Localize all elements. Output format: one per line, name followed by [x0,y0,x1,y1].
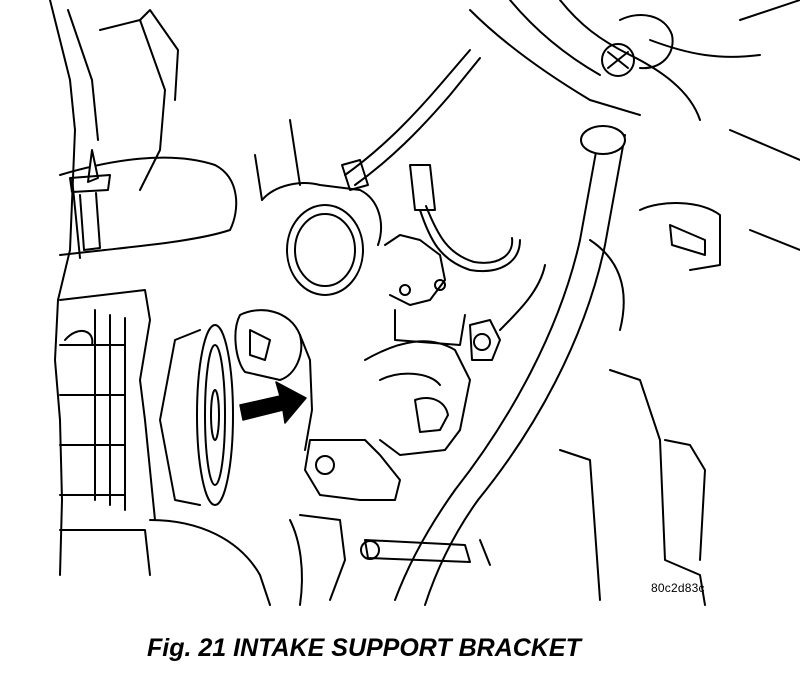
pulley [159,324,234,506]
engine-line-drawing [49,0,800,606]
lower-hose [149,514,346,606]
lower-bolt [360,539,491,566]
upper-hoses [469,0,761,121]
thermostat-housing [254,119,471,501]
arrow-icon [239,381,307,424]
heater-tube [394,125,626,606]
figure-id: 80c2d83c [651,581,705,595]
sensor-fittings [341,159,501,361]
wiring-harness [344,49,546,331]
right-side-cover [559,0,800,606]
figure-caption: Fig. 21 INTAKE SUPPORT BRACKET [147,634,581,662]
radiator-housing [49,0,179,576]
upper-radiator-hose [59,149,238,259]
intake-support-bracket [234,309,313,451]
